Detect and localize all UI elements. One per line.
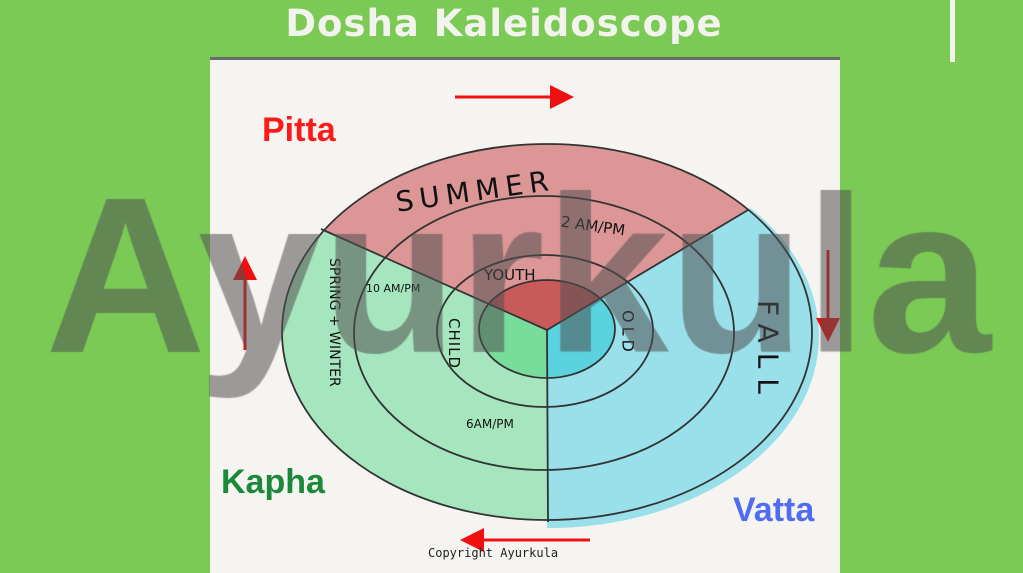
- age-child: CHILD: [445, 318, 463, 369]
- season-fall: FALL: [752, 300, 785, 404]
- dosha-pitta: Pitta: [262, 111, 337, 149]
- copyright: Copyright Ayurkula: [428, 546, 558, 560]
- dosha-vatta: Vatta: [733, 491, 815, 529]
- age-old: OLD: [619, 310, 638, 356]
- time-10: 10 AM/PM: [366, 282, 420, 295]
- season-spring-winter: SPRING + WINTER: [326, 258, 342, 387]
- time-6: 6AM/PM: [466, 417, 514, 431]
- age-youth: YOUTH: [483, 266, 536, 284]
- dosha-kapha: Kapha: [221, 463, 326, 501]
